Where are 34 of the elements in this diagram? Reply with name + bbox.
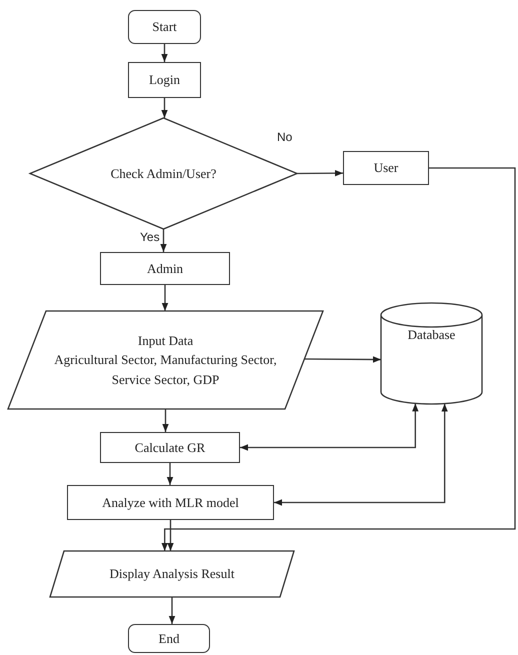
node-label: Admin	[146, 260, 184, 278]
arrow	[297, 170, 343, 176]
process-box	[343, 151, 429, 185]
terminal-box	[128, 624, 210, 653]
arrow	[161, 44, 168, 62]
arrow	[304, 356, 381, 363]
arrow	[240, 403, 419, 451]
arrow	[162, 285, 168, 311]
node-label: Login	[148, 71, 180, 90]
edge-label: No	[276, 130, 294, 144]
arrow	[167, 520, 174, 551]
process-box	[128, 62, 201, 98]
process-box	[100, 252, 230, 285]
arrow	[160, 229, 167, 252]
process-box	[100, 432, 240, 463]
terminal-box	[128, 10, 201, 44]
arrow	[161, 167, 516, 551]
node-label: Calculate GR	[134, 438, 206, 457]
node-label: Database	[408, 326, 456, 344]
arrow	[162, 409, 169, 432]
node-label: Display Analysis Result	[110, 565, 234, 584]
node-label: End	[158, 630, 180, 648]
process-box	[67, 485, 274, 520]
node-label: User	[374, 159, 398, 178]
arrow	[166, 463, 174, 485]
node-label: Check Admin/User?	[110, 164, 216, 183]
node-label: Input Data	[138, 332, 194, 350]
edge-label: Yes	[139, 230, 161, 244]
node-label: Analyze with MLR model	[102, 494, 239, 512]
node-description: Agricultural Sector, Manufacturing Sector, Service Sector, GDP	[53, 351, 278, 389]
arrow	[168, 597, 176, 624]
arrow	[274, 404, 448, 506]
arrow	[161, 98, 168, 118]
node-label: Start	[152, 18, 177, 36]
